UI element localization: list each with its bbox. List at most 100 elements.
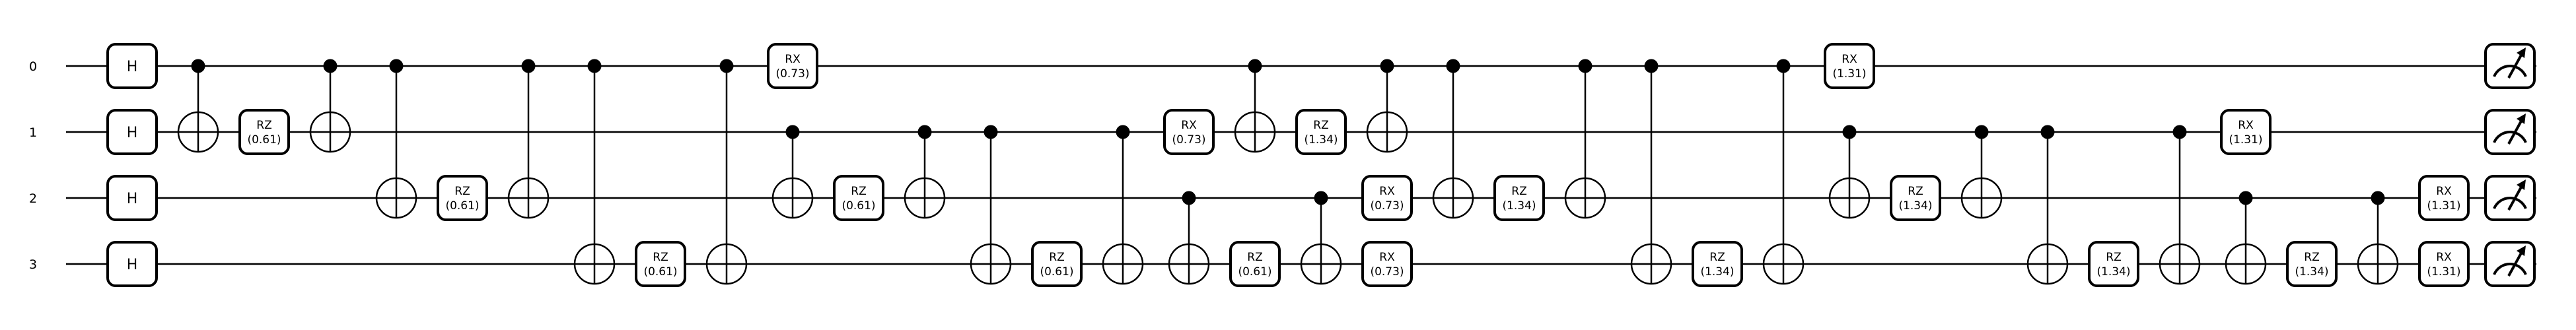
gate-box [1692, 241, 1743, 287]
cnot-gate [1828, 125, 1871, 219]
gate-name-label: RX [1379, 251, 1395, 264]
gate-param-label: (1.31) [2427, 265, 2460, 279]
control-dot [587, 59, 602, 73]
meter-arrowhead-icon [2517, 48, 2526, 58]
gate-name-label: H [127, 125, 138, 141]
gate-box [1295, 109, 1347, 155]
gate-name-label: H [127, 191, 138, 207]
target-symbol [970, 243, 1012, 285]
gate-box [1031, 241, 1083, 287]
control-dot [785, 125, 800, 139]
gate-param-label: (0.61) [1040, 265, 1073, 279]
measurement-gate [2484, 241, 2536, 287]
control-dot [521, 59, 536, 73]
control-dot [1578, 59, 1592, 73]
gate-param-label: (1.34) [1898, 199, 1932, 213]
gate-param-label: (0.73) [1370, 199, 1404, 213]
gate-param-label: (0.61) [445, 199, 479, 213]
cnot-gate [1234, 59, 1276, 153]
gate-param-label: (1.31) [2427, 199, 2460, 213]
control-dot [389, 59, 404, 73]
gate-box [238, 109, 290, 155]
gate-box [1361, 175, 1413, 221]
gate-box [2088, 241, 2139, 287]
rz-gate: RZ(1.34) [2286, 241, 2338, 287]
control-dot [2040, 125, 2055, 139]
gate-name-label: RZ [1709, 251, 1725, 264]
cnot-gate [705, 59, 748, 285]
gate-box [2286, 241, 2338, 287]
rx-gate: RX(1.31) [1824, 43, 1875, 89]
gate-name-label: RZ [2304, 251, 2319, 264]
control-dot [917, 125, 932, 139]
target-symbol [1300, 243, 1342, 285]
rx-gate: RX(0.73) [767, 43, 818, 89]
gate-name-label: RX [1181, 119, 1197, 132]
gate-box [1824, 43, 1875, 89]
gate-param-label: (1.34) [2295, 265, 2328, 279]
target-symbol [1102, 243, 1144, 285]
target-symbol [2357, 243, 2399, 285]
gate-param-label: (0.61) [247, 133, 281, 147]
gate-name-label: RX [1842, 53, 1857, 66]
gate-name-label: H [127, 257, 138, 273]
cnot-gate [1960, 125, 2003, 219]
target-symbol [1432, 177, 1474, 219]
cnot-gate [970, 125, 1012, 285]
measurement-gate [2484, 175, 2536, 221]
gate-box [106, 175, 158, 221]
rz-gate: RZ(0.61) [833, 175, 884, 221]
gate-name-label: RZ [2106, 251, 2121, 264]
rz-gate: RZ(1.34) [1692, 241, 1743, 287]
gate-box [635, 241, 686, 287]
target-symbol [1630, 243, 1672, 285]
rx-gate: RX(1.31) [2220, 109, 2272, 155]
rx-gate: RX(0.73) [1361, 175, 1413, 221]
control-dot [1380, 59, 1394, 73]
control-dot [984, 125, 998, 139]
target-symbol [309, 111, 351, 153]
control-dot [1182, 191, 1196, 205]
meter-needle-icon [2507, 183, 2524, 211]
gate-param-label: (1.34) [1700, 265, 1734, 279]
cnot-gate [2026, 125, 2069, 285]
measurement-gate [2484, 109, 2536, 155]
cnot-gate [1366, 59, 1408, 153]
gate-name-label: RZ [653, 251, 668, 264]
gate-name-label: RZ [1511, 185, 1526, 198]
h-gate: H [106, 175, 158, 221]
cnot-gate [1300, 191, 1342, 285]
target-symbol [2026, 243, 2069, 285]
cnot-gate [375, 59, 417, 219]
control-dot [1314, 191, 1328, 205]
cnot-gate [1432, 59, 1474, 219]
cnot-gate [573, 59, 616, 285]
rz-gate: RZ(1.34) [1890, 175, 1941, 221]
target-symbol [573, 243, 616, 285]
cnot-gate [1630, 59, 1672, 285]
gate-name-label: RZ [851, 185, 866, 198]
gate-box [1493, 175, 1545, 221]
control-dot [2371, 191, 2385, 205]
control-dot [2238, 191, 2253, 205]
control-dot [1446, 59, 1460, 73]
h-gate: H [106, 109, 158, 155]
cnot-gate [1168, 191, 1210, 285]
rz-gate: RZ(0.61) [1229, 241, 1281, 287]
gate-box [437, 175, 488, 221]
control-dot [719, 59, 734, 73]
cnot-gate [904, 125, 946, 219]
rz-gate: RZ(0.61) [635, 241, 686, 287]
target-symbol [1762, 243, 1805, 285]
gate-box [2418, 175, 2470, 221]
gate-param-label: (1.31) [2229, 133, 2262, 147]
target-symbol [507, 177, 550, 219]
cnot-gate [1762, 59, 1805, 285]
gate-param-label: (0.73) [1370, 265, 1404, 279]
target-symbol [1828, 177, 1871, 219]
control-dot [191, 59, 205, 73]
cnot-gate [2225, 191, 2267, 285]
cnot-gate [2159, 125, 2201, 285]
target-symbol [2159, 243, 2201, 285]
